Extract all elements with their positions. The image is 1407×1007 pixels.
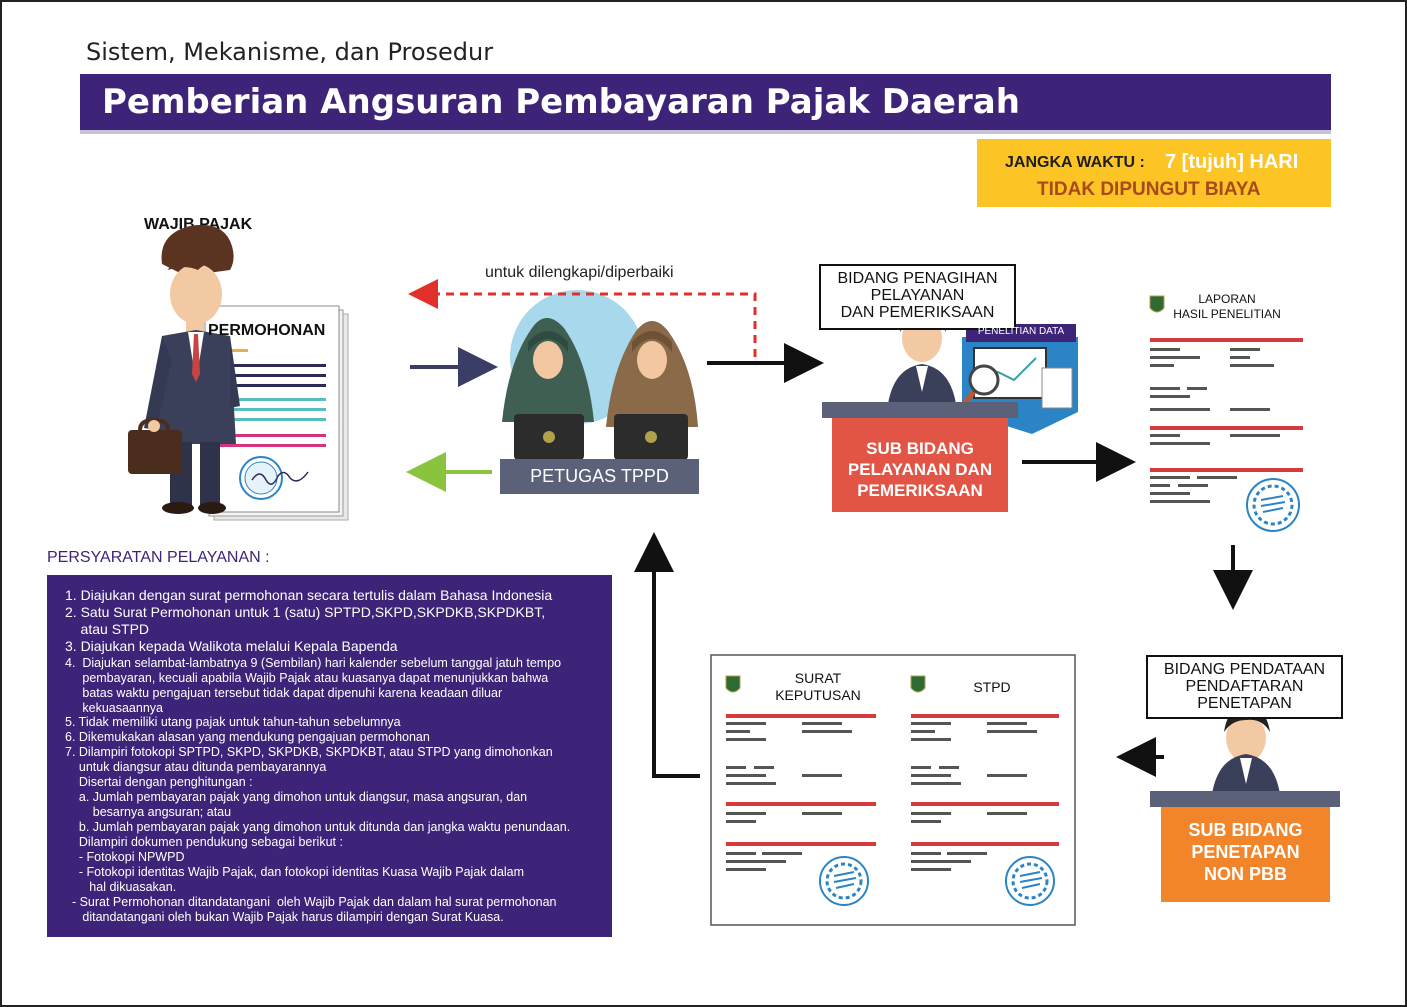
requirement-line: - Surat Permohonan ditandatangani oleh W…	[65, 895, 557, 909]
review-desk-label: SUB BIDANG PELAYANAN DAN PEMERIKSAAN	[832, 438, 1008, 501]
requirement-line: Disertai dengan penghitungan :	[65, 775, 253, 789]
report-document	[1145, 287, 1305, 535]
requirement-line: - Fotokopi NPWPD	[65, 850, 185, 864]
back-arrow-2	[634, 532, 700, 778]
assessment-department-box: BIDANG PENDATAAN PENDAFTARAN PENETAPAN	[1146, 655, 1343, 719]
officer-label: PETUGAS TPPD	[530, 466, 669, 486]
review-dept-line-3: DAN PEMERIKSAAN	[840, 304, 995, 321]
assess-desk-line-3: NON PBB	[1203, 864, 1287, 884]
decision-letter-title: SURAT KEPUTUSAN	[758, 670, 878, 704]
assess-desk-line-1: SUB BIDANG	[1188, 820, 1303, 840]
decision-letter-document	[725, 675, 876, 906]
requirement-line: Dilampiri dokumen pendukung sebagai beri…	[65, 835, 343, 849]
requirement-line: 3. Diajukan kepada Walikota melalui Kepa…	[65, 638, 398, 654]
revision-note: untuk dilengkapi/diperbaiki	[485, 264, 674, 281]
requirement-line: 5. Tidak memiliki utang pajak untuk tahu…	[65, 715, 401, 729]
time-label: JANGKA WAKTU :	[1005, 154, 1145, 171]
officers-figure	[502, 290, 698, 460]
stpd-document	[910, 675, 1059, 906]
review-department-box: BIDANG PENAGIHAN PELAYANAN DAN PEMERIKSA…	[819, 264, 1016, 330]
assessment-desk-label: SUB BIDANG PENETAPAN NON PBB	[1161, 819, 1330, 885]
review-officer-figure	[888, 306, 1078, 434]
requirement-line: 2. Satu Surat Permohonan untuk 1 (satu) …	[65, 604, 546, 620]
assess-desk-line-2: PENETAPAN	[1191, 842, 1300, 862]
data-review-tag: PENELITIAN DATA	[977, 326, 1065, 337]
review-desk-line-3: PEMERIKSAAN	[857, 481, 983, 500]
assess-dept-line-2: PENDAFTARAN	[1185, 678, 1304, 695]
requirement-line: kekuasaannya	[65, 701, 163, 715]
requirement-line: - Fotokopi identitas Wajib Pajak, dan fo…	[65, 865, 525, 879]
requirement-line: 4. Diajukan selambat-lambatnya 9 (Sembil…	[65, 656, 562, 670]
review-desk-top	[822, 402, 1018, 418]
requirement-line: atau STPD	[65, 621, 150, 637]
page-subtitle: Sistem, Mekanisme, dan Prosedur	[86, 38, 494, 66]
review-desk-line-1: SUB BIDANG	[866, 439, 974, 458]
taxpayer-label: WAJIB PAJAK	[144, 216, 253, 233]
time-fee-box: JANGKA WAKTU : 7 [tujuh] HARI TIDAK DIPU…	[977, 139, 1331, 207]
requirement-line: untuk diangsur atau ditunda pembayaranny…	[65, 760, 327, 774]
application-document-label: PERMOHONAN	[208, 322, 326, 339]
requirement-line: ditandatangani oleh bukan Wajib Pajak ha…	[65, 910, 504, 924]
assessment-desk	[1161, 807, 1330, 902]
decision-title-line-2: KEPUTUSAN	[775, 687, 861, 703]
requirement-line: pembayaran, kecuali apabila Wajib Pajak …	[65, 671, 549, 685]
requirement-line: 1. Diajukan dengan surat permohonan seca…	[65, 587, 553, 603]
requirement-line: 7. Dilampiri fotokopi SPTPD, SKPD, SKPDK…	[65, 745, 553, 759]
report-title-line-2: HASIL PENELITIAN	[1173, 307, 1281, 321]
requirements-heading: PERSYARATAN PELAYANAN :	[47, 549, 270, 566]
review-dept-line-2: PELAYANAN	[870, 287, 965, 304]
officer-label-bar	[500, 459, 699, 494]
assess-dept-line-1: BIDANG PENDATAAN	[1163, 661, 1326, 678]
review-desk	[832, 418, 1008, 512]
review-dept-line-1: BIDANG PENAGIHAN	[837, 270, 998, 287]
time-value: 7 [tujuh] HARI	[1165, 151, 1299, 173]
report-title-line-1: LAPORAN	[1198, 292, 1256, 306]
stpd-title: STPD	[973, 679, 1011, 695]
revision-arrow	[408, 279, 757, 357]
requirement-line: b. Jumlah pembayaran pajak yang dimohon …	[65, 820, 571, 834]
requirement-line: 6. Dikemukakan alasan yang mendukung pen…	[65, 730, 430, 744]
decision-title-line-1: SURAT	[794, 670, 842, 686]
fee-note: TIDAK DIPUNGUT BIAYA	[1037, 179, 1261, 200]
page-title: Pemberian Angsuran Pembayaran Pajak Daer…	[102, 82, 1020, 122]
requirements-box: 1. Diajukan dengan surat permohonan seca…	[47, 575, 612, 937]
assessment-officer-figure	[1212, 706, 1280, 794]
requirement-line: a. Jumlah pembayaran pajak yang dimohon …	[65, 790, 528, 804]
taxpayer-figure	[128, 224, 240, 514]
requirement-line: besarnya angsuran; atau	[65, 805, 232, 819]
title-bar: Pemberian Angsuran Pembayaran Pajak Daer…	[80, 74, 1331, 134]
assessment-desk-top	[1150, 791, 1340, 807]
requirement-line: hal dikuasakan.	[65, 880, 177, 894]
review-desk-line-2: PELAYANAN DAN	[847, 460, 993, 479]
requirement-line: batas waktu pengajuan tersebut tidak dap…	[65, 686, 503, 700]
report-title: LAPORAN HASIL PENELITIAN	[1172, 292, 1282, 322]
assess-dept-line-3: PENETAPAN	[1197, 695, 1292, 712]
application-document	[204, 305, 349, 521]
